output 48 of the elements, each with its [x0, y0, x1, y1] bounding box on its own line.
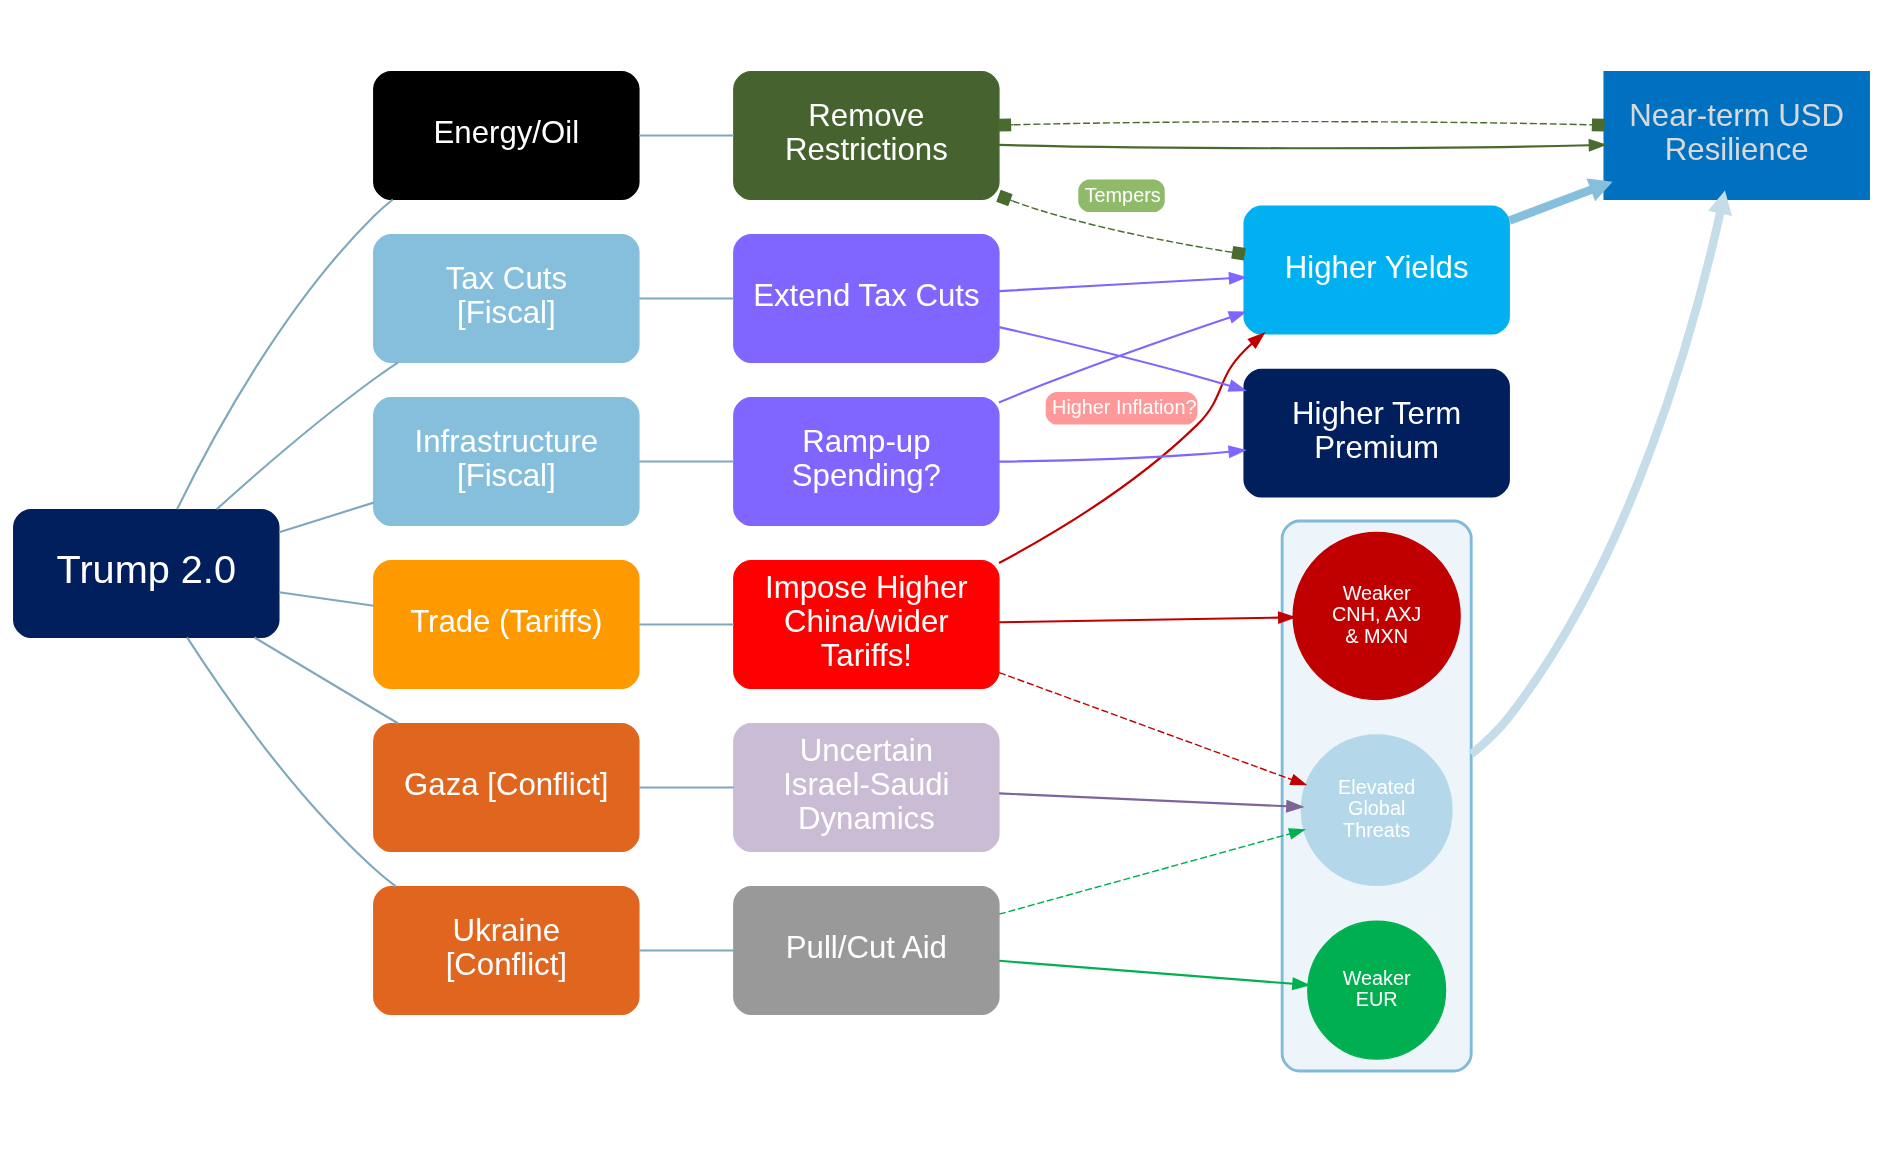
node-box: Impose Higher China/wider Tariffs!	[733, 560, 1000, 689]
node-box: Ramp-up Spending?	[733, 397, 1000, 526]
edge-label: Tempers	[1084, 183, 1161, 206]
arrow	[998, 828, 1306, 915]
arrow	[999, 138, 1608, 152]
connector	[278, 501, 374, 534]
node-box: Uncertain Israel-Saudi Dynamics	[733, 723, 1000, 852]
connector	[215, 361, 399, 511]
node-box: Infrastructure [Fiscal]	[373, 397, 640, 526]
connector	[639, 786, 734, 789]
connector	[998, 118, 1605, 132]
arrow	[998, 326, 1248, 392]
connector	[253, 636, 399, 725]
node-box: Trade (Tariffs)	[373, 560, 640, 689]
node-box: Tax Cuts [Fiscal]	[373, 233, 640, 363]
node-box: Trump 2.0	[13, 508, 280, 638]
arrow	[998, 332, 1266, 564]
arrow	[998, 671, 1308, 786]
connector	[176, 198, 394, 510]
connector	[639, 134, 734, 137]
node-box: Energy/Oil	[373, 70, 640, 200]
node-circle: Weaker EUR	[1307, 920, 1447, 1060]
node-box: Remove Restrictions	[733, 70, 1000, 200]
node-box: Extend Tax Cuts	[733, 233, 1000, 363]
connector	[639, 623, 734, 626]
arrow	[999, 271, 1248, 293]
connector	[186, 636, 397, 888]
arrow	[1468, 190, 1732, 758]
node-box: Ukraine [Conflict]	[373, 886, 640, 1015]
node-box: Higher Term Premium	[1243, 368, 1510, 498]
cluster	[1280, 519, 1473, 1073]
arrow	[999, 792, 1305, 813]
arrow	[998, 311, 1248, 404]
connector	[639, 460, 734, 463]
connector	[279, 591, 374, 607]
connector	[996, 189, 1246, 261]
arrow	[999, 445, 1247, 463]
node-box: Higher Yields	[1243, 205, 1510, 335]
node-box: Pull/Cut Aid	[733, 886, 1000, 1015]
node-box: Gaza [Conflict]	[373, 723, 640, 852]
edge-label: Higher Inflation?	[1052, 396, 1197, 419]
arrow	[999, 959, 1311, 991]
arrow	[1508, 178, 1613, 225]
node-circle: Elevated Global Threats	[1300, 734, 1453, 887]
node-circle: Weaker CNH, AXJ & MXN	[1292, 531, 1461, 701]
connector	[639, 949, 734, 952]
node-box: Near-term USD Resilience	[1603, 70, 1870, 200]
connector	[639, 297, 734, 300]
